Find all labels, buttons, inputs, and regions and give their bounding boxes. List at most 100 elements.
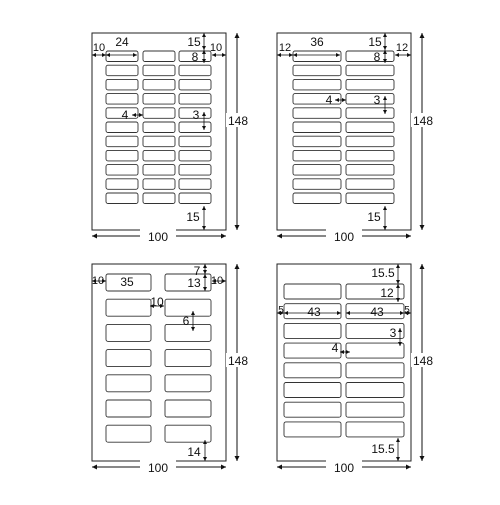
sheet-b-label-slot xyxy=(345,93,395,105)
sheet-a-label-slot xyxy=(105,121,139,133)
sheet-a-label-slot xyxy=(142,93,176,105)
sheet-a-label-slot xyxy=(105,164,139,176)
sheet-b-label-slot xyxy=(345,192,395,204)
sheet-a-label-slot xyxy=(178,178,212,190)
sheet-d-width-label: 100 xyxy=(334,461,354,475)
sheet-a-label-width-label: 24 xyxy=(115,35,129,49)
sheet-d-label-slot xyxy=(283,322,342,339)
sheet-c-height-label-bg xyxy=(226,353,250,367)
sheet-a-label-slot xyxy=(142,135,176,148)
sheet-b-label-slot xyxy=(292,78,342,91)
sheet-a-label-slot xyxy=(178,164,212,176)
sheet-d: 100 148 15.5 12 5 43 43 5 3 4 15.5 xyxy=(276,263,435,475)
sheet-c-label-slot xyxy=(105,399,152,418)
sheet-c-top-margin-label: 7 xyxy=(194,264,201,278)
sheet-a-label-slot xyxy=(178,64,212,77)
sheet-c-left-margin-label: 10 xyxy=(92,275,104,287)
sheet-a-label-slot xyxy=(178,149,212,162)
sheet-a-label-slot xyxy=(142,107,176,119)
sheet-b-horizontal-gap-label: 4 xyxy=(326,93,333,107)
sheet-d-label-height-label: 12 xyxy=(380,286,394,300)
sheet-b-label-grid xyxy=(292,50,395,204)
sheet-d-right-margin-label: 5 xyxy=(404,305,410,316)
sheet-b-label-slot xyxy=(292,50,342,62)
sheet-b-bottom-margin-label: 15 xyxy=(367,210,381,224)
sheet-b-top-margin-label: 15 xyxy=(368,35,382,49)
sheet-b-height-label-bg xyxy=(411,113,435,127)
sheet-d-label-slot xyxy=(283,362,342,379)
sheet-a-right-margin-label: 10 xyxy=(210,42,222,54)
sheet-a-top-margin-label: 15 xyxy=(187,35,201,49)
sheet-c-width-label: 100 xyxy=(148,461,168,475)
sheet-d-label-slot xyxy=(345,342,405,359)
sheet-b-label-slot xyxy=(292,135,342,148)
sheet-a-label-slot xyxy=(142,192,176,204)
sheet-d-label-slot xyxy=(345,421,405,438)
sheet-b-label-slot xyxy=(345,149,395,162)
sheet-b-height-label: 148 xyxy=(413,114,433,128)
sheet-b-right-margin-label: 12 xyxy=(396,42,408,54)
sheet-a-width-label-bg xyxy=(140,229,176,243)
sheet-d-top-margin-label: 15.5 xyxy=(371,266,395,280)
sheet-c-bottom-margin-label: 14 xyxy=(187,445,201,459)
sheet-b-label-slot xyxy=(292,178,342,190)
sheet-b-label-width-label: 36 xyxy=(310,35,324,49)
sheet-d-label-slot xyxy=(345,382,405,398)
sheet-c-label-slot xyxy=(164,374,212,393)
sheet-b-label-slot xyxy=(292,107,342,119)
sheet-d-label-slot xyxy=(345,362,405,379)
sheet-a-label-slot xyxy=(105,78,139,91)
sheet-c-label-slot xyxy=(164,323,212,342)
sheet-b-label-slot xyxy=(292,93,342,105)
sheet-a-vertical-gap-label: 3 xyxy=(193,108,200,122)
sheet-d-bottom-margin-label: 15.5 xyxy=(371,442,395,456)
sheet-b-label-slot xyxy=(345,64,395,77)
sheet-a-label-slot xyxy=(178,121,212,133)
sheet-b-label-slot xyxy=(292,121,342,133)
sheet-c-label-slot xyxy=(105,424,152,443)
sheet-a-label-slot xyxy=(105,50,139,62)
sheet-a-left-margin-label: 10 xyxy=(93,42,105,54)
sheet-b-label-slot xyxy=(345,164,395,176)
sheet-b: 100 148 12 36 12 15 8 4 3 15 xyxy=(276,32,435,244)
sheet-d-label-slot xyxy=(283,421,342,438)
sheet-b-label-slot xyxy=(292,149,342,162)
sheet-a-label-slot xyxy=(105,135,139,148)
sheet-b-label-slot xyxy=(345,135,395,148)
sheet-c-label-slot xyxy=(164,273,212,292)
sheet-d-label-slot xyxy=(283,382,342,398)
sheet-a-height-label: 148 xyxy=(228,114,248,128)
sheet-b-label-slot xyxy=(292,192,342,204)
sheet-a-label-slot xyxy=(178,78,212,91)
sheet-c-label-grid xyxy=(105,273,212,443)
sheet-c: 100 148 10 35 10 7 13 10 6 14 xyxy=(91,263,250,475)
sheet-b-label-slot xyxy=(345,107,395,119)
sheet-d-horizontal-gap-label: 4 xyxy=(332,341,339,355)
sheet-c-label-slot xyxy=(164,298,212,317)
sheet-c-right-margin-label: 10 xyxy=(211,275,223,287)
sheet-b-label-slot xyxy=(345,178,395,190)
sheet-c-label-slot xyxy=(105,273,152,292)
sheet-d-height-label-bg xyxy=(411,353,435,367)
sheet-a-label-slot xyxy=(142,164,176,176)
sheet-c-label-slot xyxy=(164,399,212,418)
sheet-d-label-slot xyxy=(345,283,405,300)
sheet-d-label-slot xyxy=(283,401,342,418)
sheet-c-horizontal-gap-label: 10 xyxy=(150,295,164,309)
sheet-a-bottom-margin-label: 15 xyxy=(186,210,200,224)
sheet-a: 100 148 10 24 10 15 8 4 3 15 xyxy=(91,32,250,244)
sheet-a-horizontal-gap-label: 4 xyxy=(122,108,129,122)
sheet-b-left-margin-label: 12 xyxy=(279,42,291,54)
sheet-b-vertical-gap-label: 3 xyxy=(374,93,381,107)
sheet-d-width-label-bg xyxy=(326,460,362,474)
sheet-c-width-label-bg xyxy=(140,460,176,474)
sheet-d-label-slot xyxy=(345,322,405,339)
sheet-a-label-height-label: 8 xyxy=(192,50,199,64)
sheet-a-label-slot xyxy=(142,178,176,190)
sheet-d-label-grid xyxy=(283,283,405,438)
sheet-b-label-slot xyxy=(292,164,342,176)
sheet-b-label-slot xyxy=(345,78,395,91)
sheet-a-label-slot xyxy=(142,50,176,62)
sheet-b-label-slot xyxy=(345,50,395,62)
